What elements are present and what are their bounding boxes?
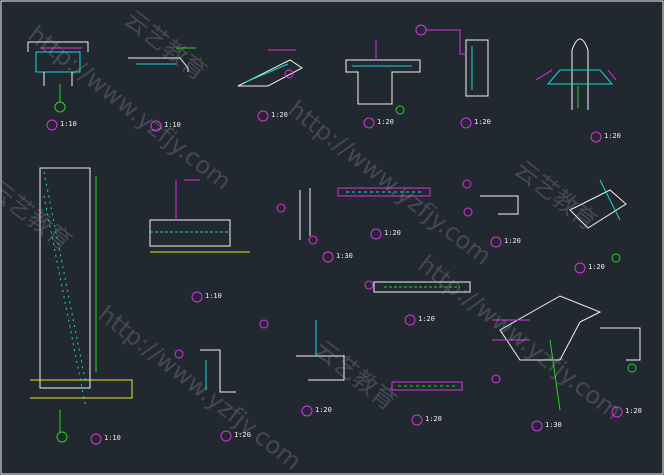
detail-9-drawing	[276, 188, 318, 245]
detail-marker-18	[220, 430, 232, 442]
detail-18-scale-label: 1:20	[234, 431, 251, 439]
detail-2-drawing	[128, 47, 196, 72]
detail-7-scale-label: 1:10	[104, 434, 121, 442]
detail-13-drawing	[364, 280, 471, 293]
detail-marker-8	[191, 291, 203, 303]
detail-marker-12	[574, 262, 586, 274]
detail-16-drawing	[259, 319, 345, 381]
detail-12-drawing	[569, 179, 627, 263]
detail-5-drawing	[415, 24, 489, 97]
detail-14-scale-label: 1:30	[545, 421, 562, 429]
detail-5-scale-label: 1:20	[474, 118, 491, 126]
detail-8-drawing	[149, 179, 250, 253]
detail-marker-6	[590, 131, 602, 143]
detail-marker-4	[363, 117, 375, 129]
detail-18-drawing	[174, 349, 236, 393]
detail-marker-3	[257, 110, 269, 122]
detail-12-scale-label: 1:20	[588, 263, 605, 271]
detail-10-scale-label: 1:20	[384, 229, 401, 237]
detail-8-scale-label: 1:10	[205, 292, 222, 300]
detail-marker-16	[301, 405, 313, 417]
detail-6-drawing	[535, 38, 617, 110]
detail-11-drawing	[462, 179, 519, 217]
detail-10-drawing	[337, 187, 431, 197]
detail-marker-14	[531, 420, 543, 432]
detail-marker-2	[150, 120, 162, 132]
detail-marker-1	[46, 119, 58, 131]
detail-6-scale-label: 1:20	[604, 132, 621, 140]
detail-17-drawing	[391, 381, 463, 391]
detail-14-drawing	[491, 295, 602, 411]
detail-11-scale-label: 1:20	[504, 237, 521, 245]
detail-marker-7	[90, 433, 102, 445]
detail-marker-15	[611, 406, 623, 418]
detail-marker-17	[411, 414, 423, 426]
detail-3-drawing	[237, 49, 303, 87]
detail-7-drawing	[30, 167, 133, 443]
detail-15-drawing	[600, 327, 641, 373]
detail-4-drawing	[345, 40, 421, 115]
detail-title-markers	[46, 110, 623, 445]
detail-2-scale-label: 1:10	[164, 121, 181, 129]
detail-9-scale-label: 1:30	[336, 252, 353, 260]
detail-marker-13	[404, 314, 416, 326]
detail-marker-5	[460, 117, 472, 129]
detail-marker-11	[490, 236, 502, 248]
detail-15-scale-label: 1:20	[625, 407, 642, 415]
detail-marker-9	[322, 251, 334, 263]
detail-17-scale-label: 1:20	[425, 415, 442, 423]
detail-1-drawing	[27, 41, 89, 113]
detail-3-scale-label: 1:20	[271, 111, 288, 119]
detail-16-scale-label: 1:20	[315, 406, 332, 414]
detail-1-scale-label: 1:10	[60, 120, 77, 128]
detail-marker-10	[370, 228, 382, 240]
detail-4-scale-label: 1:20	[377, 118, 394, 126]
detail-13-scale-label: 1:20	[418, 315, 435, 323]
